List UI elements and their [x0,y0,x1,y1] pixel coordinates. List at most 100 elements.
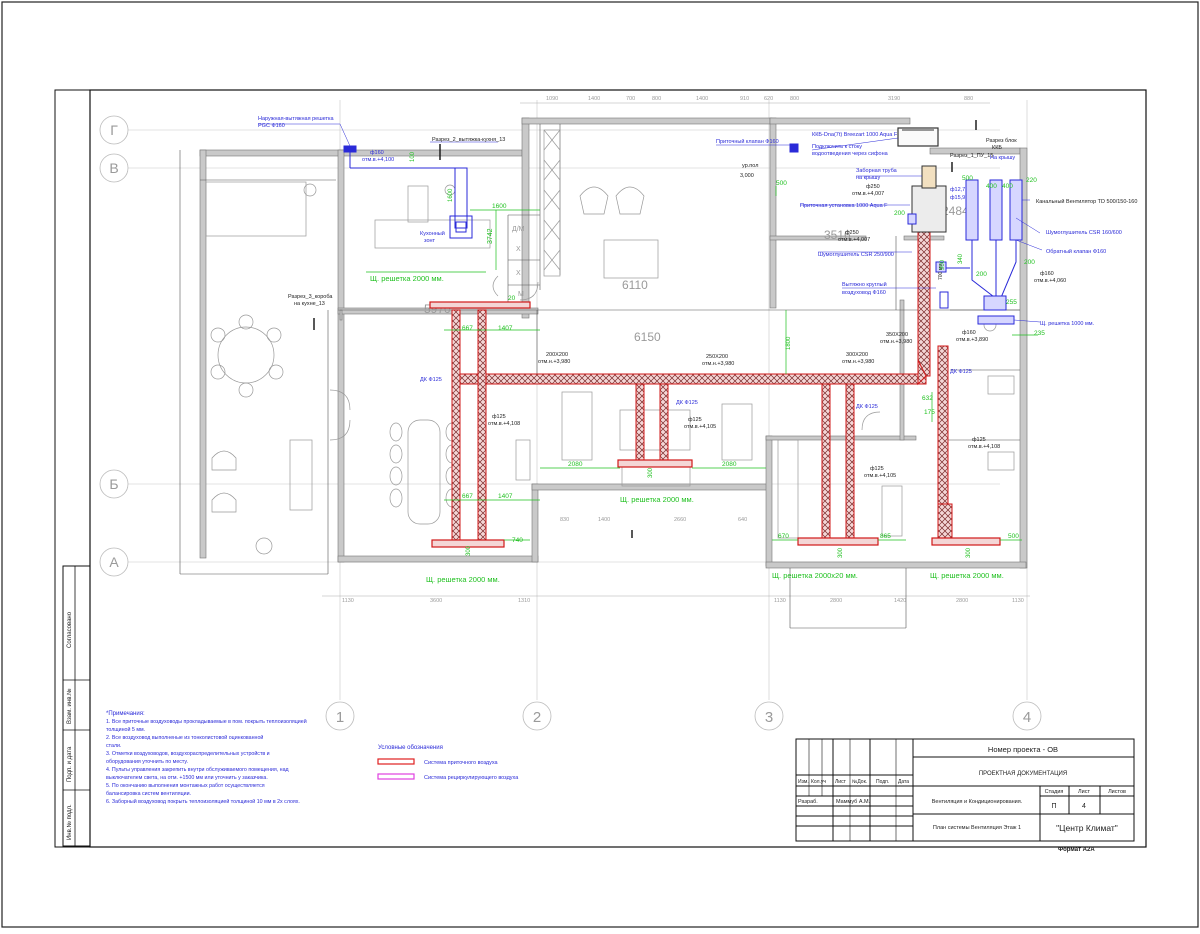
label-e125b: отм.в.+4,105 [684,424,716,430]
furniture [205,129,1015,555]
dim-235: 235 [1034,330,1045,337]
dim-bottom: 2800 [830,598,842,604]
notes-title: *Примечания: [106,711,145,717]
branch-duct [659,383,669,461]
dim-300a: 300 [466,545,472,556]
dim-632: 632 [922,395,933,402]
label-d125d: ф125 [972,437,986,443]
label-silencer-160: Шумоглушитель CSR 160/600 [1046,230,1122,236]
dim-1600b: 1600 [448,188,454,202]
note-line: оборудования уточнить по месту. [106,759,188,765]
label-dk-far: ДК Ф125 [950,369,972,375]
stamp-sheet: 4 [1082,803,1086,810]
grille-a: Щ. решетка 2000 мм. [426,575,500,584]
side-stamp-agreed: Согласовано [67,611,73,648]
note-line: толщиной 5 мм. [106,726,145,733]
label-cut-kkb2: ККБ [992,145,1002,151]
label-d160c: ф160 [962,330,976,336]
grille [931,537,1001,546]
dim-1800: 1800 [786,336,792,350]
dim-bottom: 1400 [598,517,610,523]
dim-20: 20 [508,295,516,302]
axis-label-v: В [109,160,118,176]
dim-300c: 300 [838,547,844,558]
dim-bottom: 640 [738,517,747,523]
label-cut3: Разрез_3_короба [288,294,333,300]
dim-bottom: 1130 [342,598,354,604]
dim-500b: 500 [1008,533,1019,540]
grille [617,459,693,468]
note-line: выключателем света, на отм. +1500 мм или… [106,775,268,781]
main-duct [451,373,927,385]
label-e160c: отм.в.+3,890 [956,337,988,343]
frame-left-margin [54,89,91,848]
stamp-sheet-h: Лист [1078,789,1090,795]
dim-670: 670 [778,533,789,540]
dim-top: 800 [652,96,661,102]
label-cut3b: на кухне_13 [294,301,325,307]
branch-duct [451,309,461,541]
label-duct350: 350Х200 [886,332,908,338]
dim-bottom: 2660 [674,517,686,523]
dim-top: 800 [790,96,799,102]
label-check-valve: Обратный клапан Ф160 [1046,248,1106,255]
label-floor-value: 3,000 [740,173,754,179]
legend-supply-swatch [377,758,415,765]
stamp-sheets-h: Листов [1108,789,1126,795]
stamp-col: №Док. [852,779,867,785]
axis-label-b: Б [109,476,118,492]
branch-duct [937,503,953,541]
leaders [258,123,1043,323]
dim-top: 620 [764,96,773,102]
label-ahu: Приточная установка 1000 Aqua F [800,203,888,209]
room-number: 6150 [634,330,661,344]
stamp-col: Лист [835,779,847,785]
label-fan: Канальный Вентилятор TD 500/150-160 [1036,198,1137,205]
grille-d: Щ. решетка 2000 мм. [930,571,1004,580]
dim-bottom: 1310 [518,598,530,604]
dims-bottom: 1130 3600 1310 830 1400 2660 640 1130 28… [322,517,1030,604]
grilles [429,301,1001,548]
branch-duct [477,309,487,541]
dim-1600: 1600 [492,203,507,210]
grille-c: Щ. решетка 2000х20 мм. [772,571,858,580]
blue-labels: Наружная-вытяжная решетка PGC Ф160 ф160 … [258,116,1137,479]
dim-bottom: 1130 [774,598,786,604]
stamp-col: Дата [898,779,909,785]
dim-100: 100 [410,151,416,162]
stamp-company: "Центр Климат" [1056,823,1118,833]
note-line: 5. По окончанию выполнения монтажных раб… [106,783,265,789]
dims-top: 1090 1400 700 800 1400 910 620 800 3190 … [520,96,990,104]
note-line: 6. Заборный воздуховод покрыть теплоизол… [106,798,300,805]
legend-supply-label: Система приточного воздуха [424,760,499,766]
stamp-author: Маммуб А.М. [836,799,871,805]
dim-top: 1400 [588,96,600,102]
dim-2080b: 2080 [722,461,737,468]
note-line: 3. Отметки воздуховодов, воздухораспреде… [106,750,270,757]
label-exh-round2: воздуховод Ф160 [842,290,886,296]
legend-title: Условные обозначения [378,745,443,751]
label-e125a: отм.в.+4,108 [488,421,520,427]
stamp-doc: ПРОЕКТНАЯ ДОКУМЕНТАЦИЯ [979,771,1067,777]
grille [431,539,505,548]
dim-top: 3190 [888,96,900,102]
green-dim-lines [366,186,1038,541]
label-grille-1000: Щ. решетка 1000 мм. [1040,321,1095,327]
dim-400a: 400 [986,183,997,190]
dim-220: 220 [1026,177,1037,184]
label-hood2: зонт [424,238,436,244]
axis-label-g: Г [110,122,118,138]
label-d125c: ф125 [870,466,884,472]
label-elev: отм.в.+4,100 [362,157,394,163]
label-e125c: отм.в.+4,105 [864,473,896,479]
dim-top: 700 [626,96,635,102]
stamp-section: Вентиляция и Кондиционирования. [932,799,1023,805]
side-stamp-replace: Взам. инв.№ [66,688,73,724]
branch-duct [635,383,645,461]
label-elev-4007b: отм.в.+4,007 [838,237,870,243]
note-line: 2. Все воздуховод выполненые из тонколис… [106,734,263,741]
title-block-text: Номер проекта - ОВ ПРОЕКТНАЯ ДОКУМЕНТАЦИ… [798,745,1126,853]
label-grille: Наружная-вытяжная решетка [258,116,335,122]
door-mark: Х [516,270,521,277]
label-duct300: 300Х200 [846,352,868,358]
